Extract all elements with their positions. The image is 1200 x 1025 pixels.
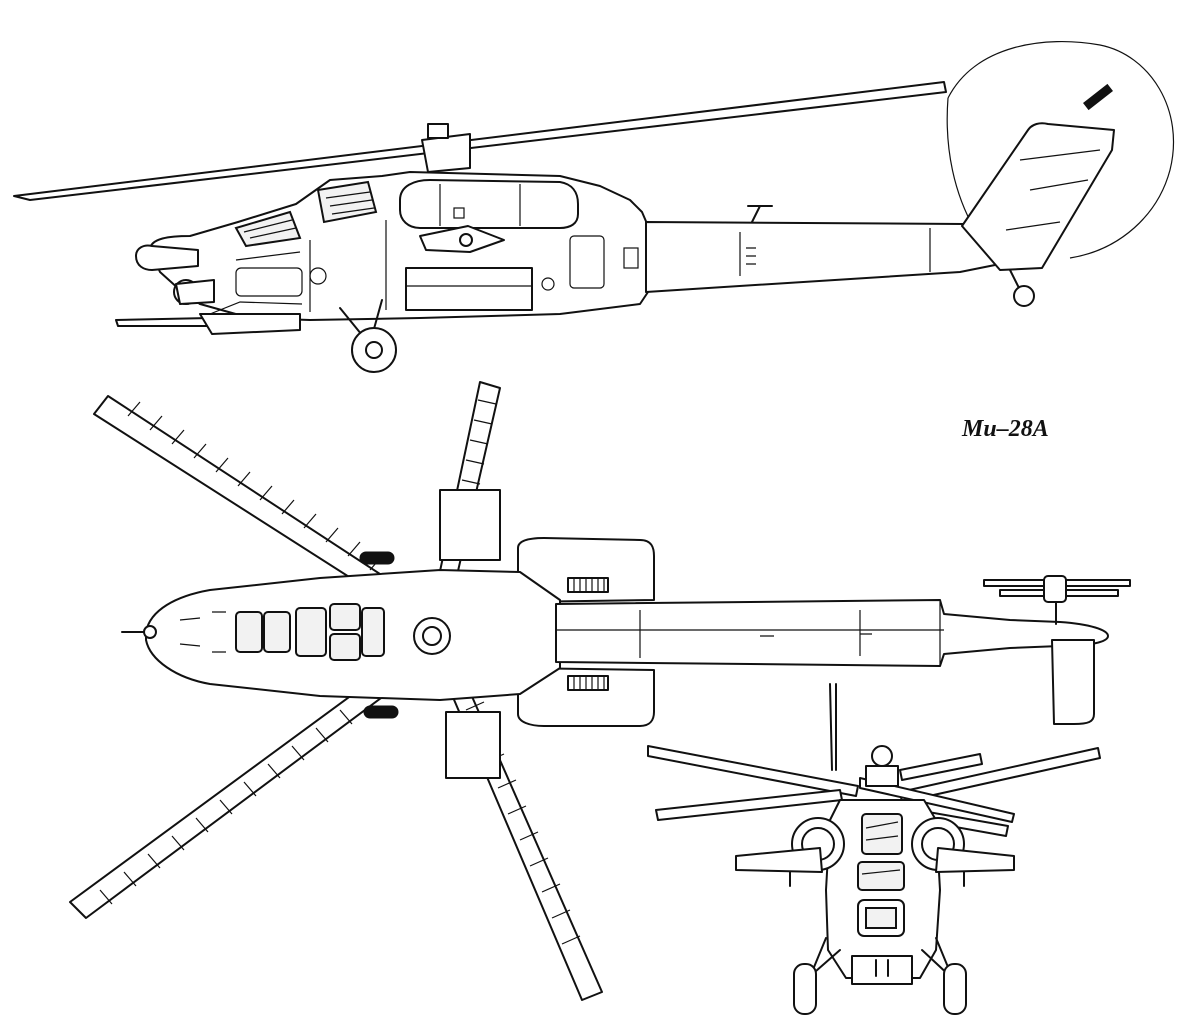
- side-vertical-fin: [961, 122, 1115, 271]
- front-rotor-blade-right: [899, 747, 1101, 803]
- front-mast: [829, 683, 837, 771]
- top-view: [69, 381, 1131, 1001]
- top-stub-wing-upper: [439, 489, 501, 561]
- front-wheel-left: [793, 963, 817, 1015]
- front-rotor-blade-left-2: [655, 789, 843, 821]
- front-mast-sensor: [871, 745, 893, 767]
- top-canopy: [235, 603, 385, 661]
- side-view: [13, 40, 1175, 373]
- side-tail-boom: [645, 221, 1001, 293]
- top-tail-fin: [1051, 639, 1095, 725]
- front-rotor-blade-left: [647, 745, 859, 797]
- front-rotor-blade-right-2: [899, 753, 983, 781]
- tail-rotor-disc-arc: [947, 40, 1175, 259]
- side-weapon-pod: [405, 267, 533, 311]
- side-chin-gun: [115, 317, 213, 327]
- top-stub-wing-lower: [445, 711, 501, 779]
- tail-rotor-disc-arc-lower: [946, 97, 976, 231]
- side-antenna: [747, 205, 773, 223]
- top-engine-nacelle-upper: [517, 537, 655, 603]
- side-rotor-hub: [421, 133, 471, 173]
- side-tail-wheel: [1013, 285, 1035, 307]
- front-canopy-upper: [861, 813, 903, 855]
- top-engine-grille-lower: [567, 675, 609, 691]
- front-view: [647, 683, 1101, 1015]
- top-engine-grille-upper: [567, 577, 609, 593]
- front-wheel-right: [943, 963, 967, 1015]
- side-main-rotor-blade: [13, 81, 947, 201]
- front-stub-wing-right: [935, 847, 1015, 873]
- side-nose-sensor: [135, 244, 199, 271]
- top-engine-nacelle-lower: [517, 667, 655, 727]
- front-canopy-lower: [857, 861, 905, 891]
- top-tail-boom: [555, 599, 1109, 667]
- top-store-upper: [359, 551, 395, 565]
- front-stub-wing-left: [735, 847, 823, 873]
- side-canopy-rear: [316, 180, 378, 224]
- side-engine-nacelle: [399, 179, 579, 229]
- model-designation-label: Ми–28А: [962, 416, 1049, 442]
- tail-rotor-blade-mark: [1083, 83, 1113, 111]
- top-tail-rotor: [983, 575, 1131, 625]
- side-rotor-top-cap: [427, 123, 449, 139]
- top-store-lower: [363, 705, 399, 719]
